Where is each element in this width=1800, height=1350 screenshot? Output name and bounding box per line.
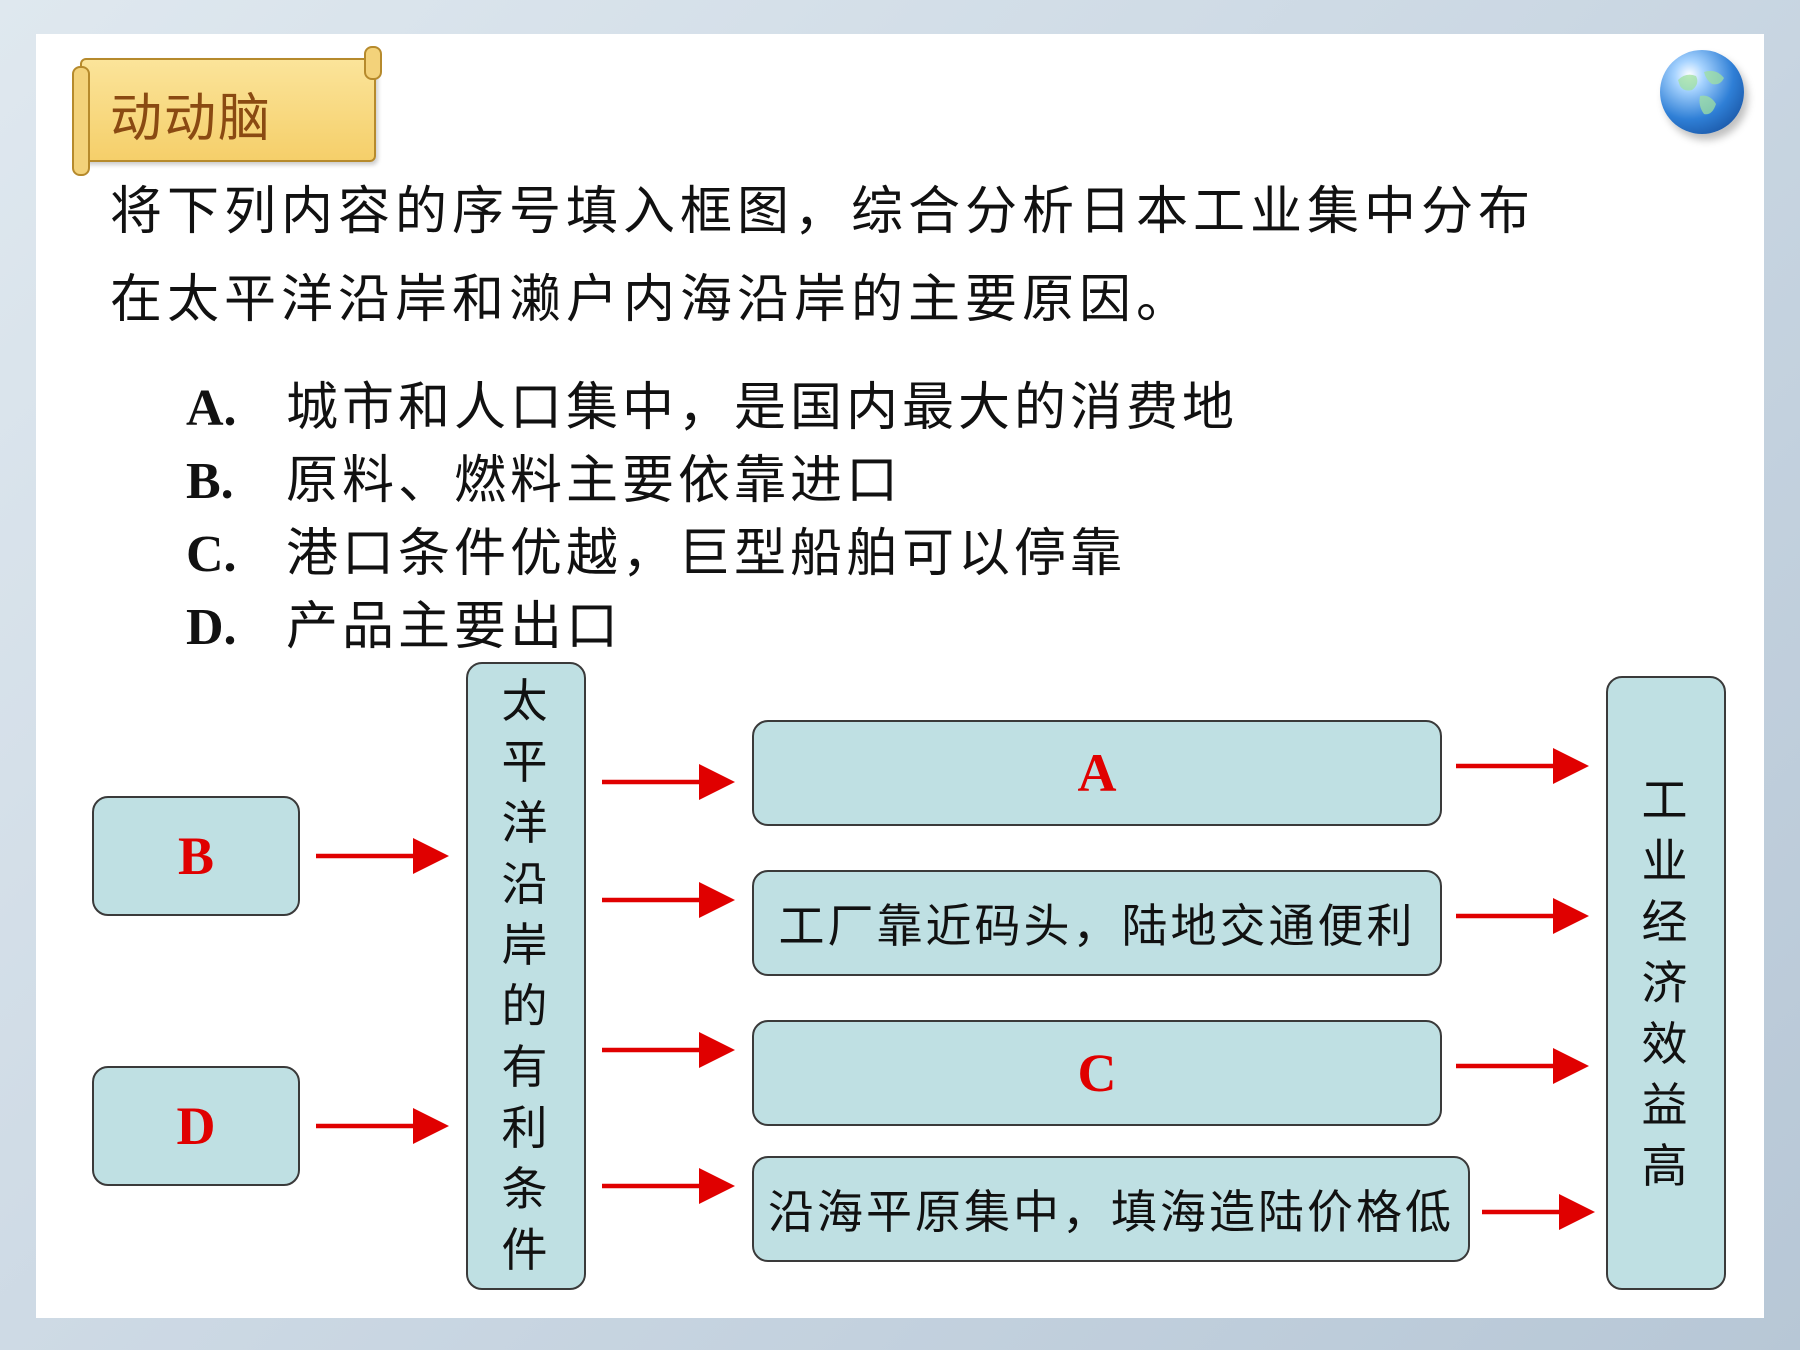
option-a: A.城市和人口集中，是国内最大的消费地 (186, 378, 1239, 438)
center-column-char: 有 (501, 1040, 551, 1094)
right-column-char: 济 (1641, 955, 1691, 1010)
middle-box-factory-docks: 工厂靠近码头，陆地交通便利 (752, 870, 1442, 976)
scroll-banner: 动动脑 (72, 46, 382, 176)
center-column-favorable-conditions: 太平洋沿岸的有利条件 (466, 662, 586, 1290)
right-column-char: 效 (1641, 1016, 1691, 1071)
center-column-char: 件 (501, 1223, 551, 1277)
option-d: D.产品主要出口 (186, 597, 623, 657)
middle-box-coastal-plain: 沿海平原集中，填海造陆价格低 (752, 1156, 1470, 1262)
option-list: A.城市和人口集中，是国内最大的消费地 B.原料、燃料主要依靠进口 C.港口条件… (186, 372, 1238, 664)
center-column-char: 平 (501, 735, 551, 789)
right-column-economic-benefit: 工业经济效益高 (1606, 676, 1726, 1290)
right-column-char: 经 (1641, 894, 1691, 949)
option-c: C.港口条件优越，巨型船舶可以停靠 (186, 524, 1127, 584)
right-column-char: 益 (1641, 1077, 1691, 1132)
center-column-char: 洋 (501, 796, 551, 850)
globe-icon (1660, 50, 1744, 134)
left-box-b: B (92, 796, 300, 916)
left-box-d: D (92, 1066, 300, 1186)
right-column-char: 业 (1641, 833, 1691, 888)
option-b: B.原料、燃料主要依靠进口 (186, 451, 903, 511)
prompt-line-2: 在太平洋沿岸和濑户内海沿岸的主要原因。 (110, 270, 1194, 330)
prompt-line-1: 将下列内容的序号填入框图，综合分析日本工业集中分布 (110, 182, 1536, 242)
center-column-char: 条 (501, 1162, 551, 1216)
center-column-char: 太 (501, 674, 551, 728)
center-column-char: 的 (501, 979, 551, 1033)
right-column-char: 工 (1641, 772, 1691, 827)
center-column-char: 岸 (501, 918, 551, 972)
middle-box-c: C (752, 1020, 1442, 1126)
center-column-char: 利 (501, 1101, 551, 1155)
question-prompt: 将下列内容的序号填入框图，综合分析日本工业集中分布 在太平洋沿岸和濑户内海沿岸的… (110, 168, 1670, 344)
middle-box-a: A (752, 720, 1442, 826)
right-column-char: 高 (1641, 1138, 1691, 1193)
banner-title: 动动脑 (110, 89, 273, 149)
center-column-char: 沿 (501, 857, 551, 911)
